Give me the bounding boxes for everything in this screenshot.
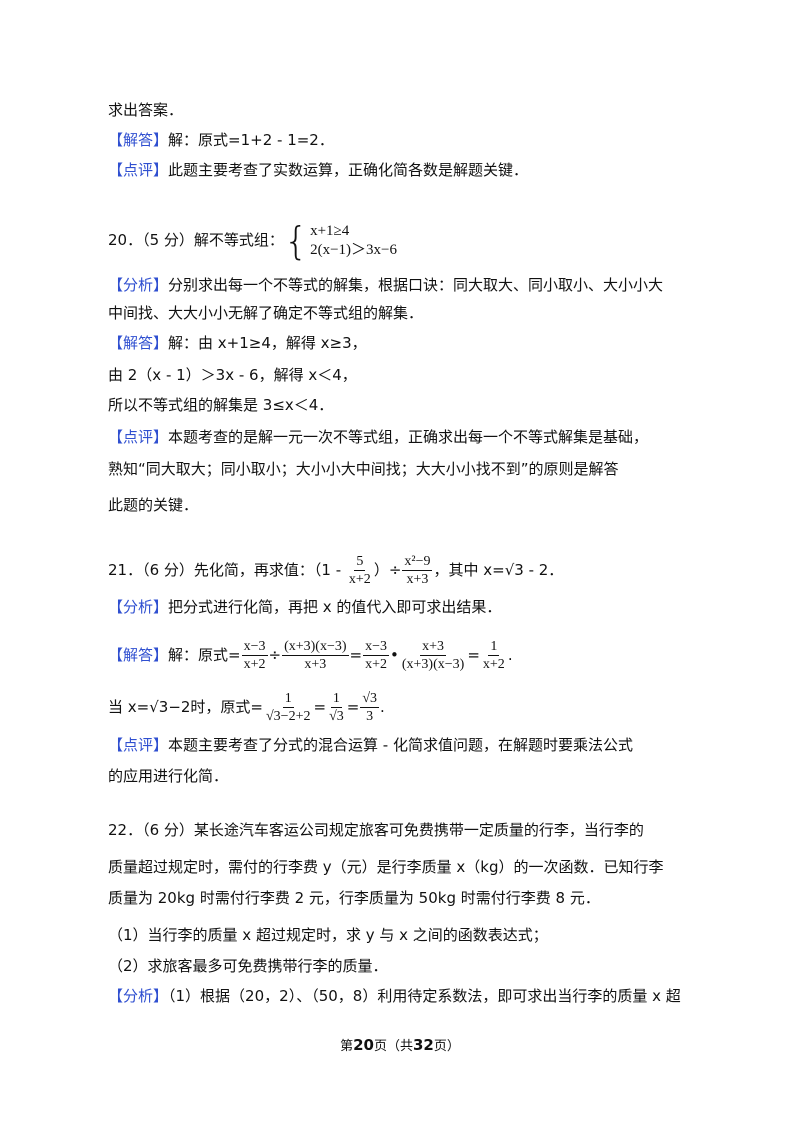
text-line: 质量为 20kg 时需付行李费 2 元，行李质量为 50kg 时需付行李费 8 … bbox=[108, 889, 600, 907]
text: 解：原式= bbox=[168, 646, 241, 664]
numerator: 1 bbox=[488, 639, 500, 656]
text: 21．（6 分）先化简，再求值：（1 - bbox=[108, 561, 346, 579]
text-line: 中间找、大大小小无解了确定不等式组的解集． bbox=[108, 304, 424, 322]
tag: 【分析】 bbox=[108, 598, 169, 616]
fraction: x+3(x+3)(x−3) bbox=[400, 638, 466, 673]
answer-line: 【解答】解：原式=1+2 - 1=2． bbox=[108, 130, 334, 150]
denominator: (x+3)(x−3) bbox=[401, 657, 465, 672]
denominator: √3 bbox=[329, 709, 344, 724]
analysis-line: 【分析】（1）根据（20，2）、（50，8）利用待定系数法，即可求出当行李的质量… bbox=[108, 986, 681, 1006]
comment-line: 【点评】本题考查的是解一元一次不等式组，正确求出每一个不等式解集是基础， bbox=[108, 427, 648, 447]
text: 分别求出每一个不等式的解集，根据口诀：同大取大、同小取小、大小小大 bbox=[168, 276, 664, 294]
text: 20．（5 分）解不等式组： bbox=[108, 231, 284, 249]
denominator: x+2 bbox=[482, 657, 505, 672]
numerator: x+3 bbox=[420, 639, 447, 656]
tag: 【点评】 bbox=[108, 428, 169, 446]
denominator: x+2 bbox=[243, 657, 266, 672]
answer-line: 【解答】解：由 x+1≥4，解得 x≥3， bbox=[108, 333, 367, 353]
text: ）÷ bbox=[373, 561, 402, 579]
tag: 【点评】 bbox=[108, 161, 169, 179]
question-22: 22．（6 分）某长途汽车客运公司规定旅客可免费携带一定质量的行李，当行李的 bbox=[108, 821, 644, 839]
text-line: 的应用进行化简． bbox=[108, 767, 229, 785]
text: （1）根据（20，2）、（50，8）利用待定系数法，即可求出当行李的质量 x 超 bbox=[168, 987, 681, 1005]
text: 页） bbox=[433, 1039, 460, 1054]
numerator: 1 bbox=[330, 691, 342, 708]
denominator: √3−2+2 bbox=[266, 709, 311, 724]
denominator: x+3 bbox=[406, 572, 429, 587]
numerator: x−3 bbox=[363, 639, 390, 656]
analysis-line: 【分析】把分式进行化简，再把 x 的值代入即可求出结果． bbox=[108, 597, 501, 617]
tag: 【解答】 bbox=[108, 131, 169, 149]
denominator: x+2 bbox=[365, 657, 388, 672]
text-line: （2）求旅客最多可免费携带行李的质量． bbox=[108, 957, 388, 975]
tag: 【解答】 bbox=[108, 334, 169, 352]
text-line: 所以不等式组的解集是 3≤x＜4． bbox=[108, 396, 334, 414]
numerator: √3 bbox=[360, 691, 380, 708]
inequality: 2(x−1)＞3x−6 bbox=[310, 241, 398, 258]
tag: 【解答】 bbox=[108, 646, 169, 664]
text: 页（共 bbox=[373, 1039, 413, 1054]
text-line: （1）当行李的质量 x 超过规定时，求 y 与 x 之间的函数表达式； bbox=[108, 926, 548, 944]
text-line: 求出答案． bbox=[108, 101, 184, 119]
denominator: x+2 bbox=[348, 572, 371, 587]
text: 第 bbox=[340, 1039, 354, 1054]
tag: 【分析】 bbox=[108, 276, 169, 294]
fraction: 1√3 bbox=[327, 690, 346, 725]
fraction: (x+3)(x−3)x+3 bbox=[282, 638, 349, 673]
text: 本题主要考查了分式的混合运算 - 化简求值问题，在解题时要乘法公式 bbox=[168, 736, 633, 754]
comment-line: 【点评】本题主要考查了分式的混合运算 - 化简求值问题，在解题时要乘法公式 bbox=[108, 735, 633, 755]
text: ，其中 x=√3 - 2． bbox=[433, 561, 564, 579]
numerator: 1 bbox=[282, 691, 294, 708]
text: 解：由 x+1≥4，解得 x≥3， bbox=[168, 334, 367, 352]
total-pages: 32 bbox=[413, 1036, 434, 1054]
text-line: 熟知“同大取大；同小取小；大小小大中间找；大大小小找不到”的原则是解答 bbox=[108, 460, 619, 478]
text: 此题主要考查了实数运算，正确化简各数是解题关键． bbox=[168, 161, 529, 179]
numerator: (x+3)(x−3) bbox=[282, 639, 349, 656]
page-footer: 第20页（共32页） bbox=[0, 1035, 800, 1054]
page-number: 20 bbox=[353, 1036, 374, 1054]
comment-line: 【点评】此题主要考查了实数运算，正确化简各数是解题关键． bbox=[108, 160, 528, 180]
analysis-line: 【分析】分别求出每一个不等式的解集，根据口诀：同大取大、同小取小、大小小大 bbox=[108, 275, 663, 295]
numerator: x²−9 bbox=[402, 554, 433, 571]
tag: 【分析】 bbox=[108, 987, 169, 1005]
inequality: x+1≥4 bbox=[310, 222, 350, 239]
fraction: 1√3−2+2 bbox=[264, 690, 312, 725]
text: 当 x=√3−2时，原式= bbox=[108, 698, 263, 716]
tag: 【点评】 bbox=[108, 736, 169, 754]
text-line: 此题的关键． bbox=[108, 496, 199, 514]
text-line: 质量超过规定时，需付的行李费 y（元）是行李质量 x（kg）的一次函数．已知行李 bbox=[108, 858, 664, 876]
text: 本题考查的是解一元一次不等式组，正确求出每一个不等式解集是基础， bbox=[168, 428, 649, 446]
text: 解：原式=1+2 - 1=2． bbox=[168, 131, 334, 149]
denominator: x+3 bbox=[304, 657, 327, 672]
numerator: x−3 bbox=[241, 639, 268, 656]
text: 把分式进行化简，再把 x 的值代入即可求出结果． bbox=[168, 598, 502, 616]
text-line: 由 2（x - 1）＞3x - 6，解得 x＜4， bbox=[108, 366, 357, 384]
denominator: 3 bbox=[366, 709, 374, 724]
numerator: 5 bbox=[354, 554, 366, 571]
